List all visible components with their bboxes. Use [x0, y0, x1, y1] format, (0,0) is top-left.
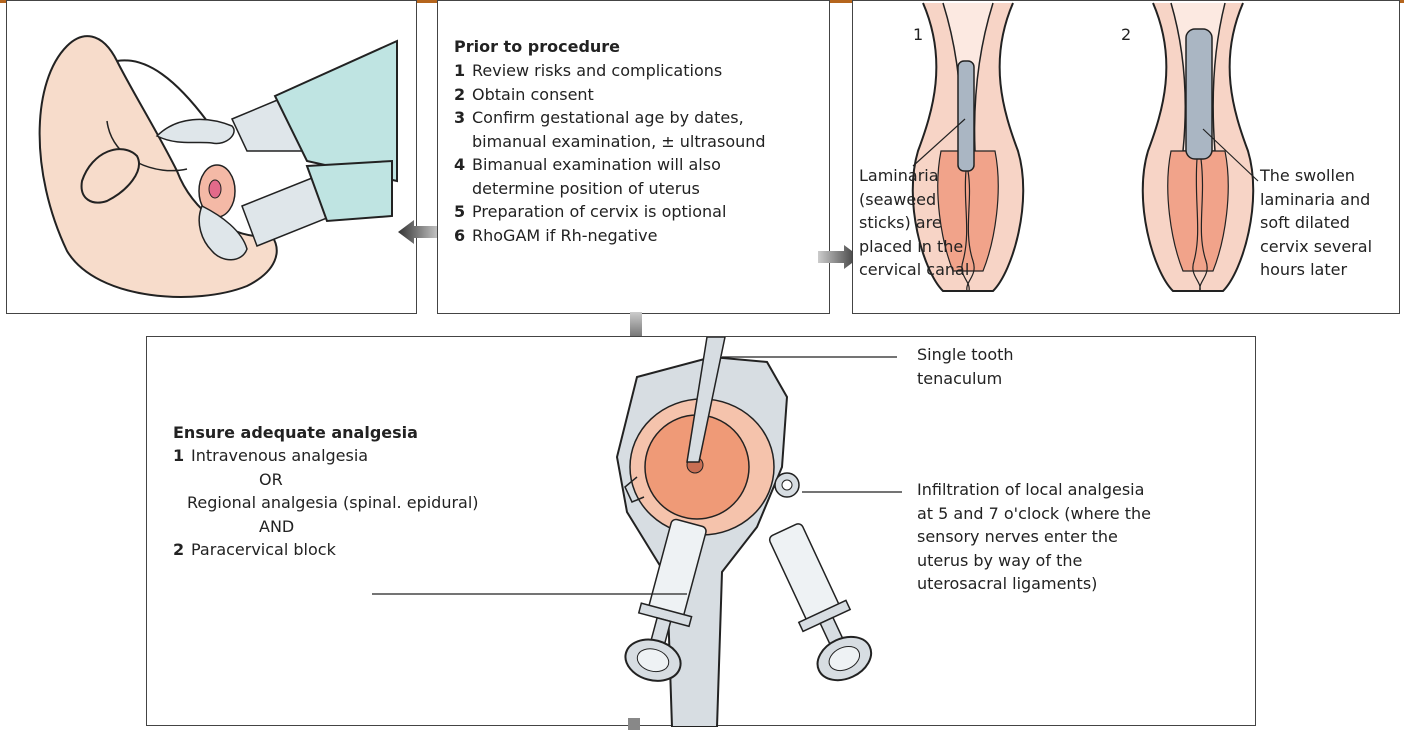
infiltration-label: Infiltration of local analgesia at 5 and… — [917, 478, 1151, 596]
tenaculum-label: Single tooth tenaculum — [917, 343, 1014, 390]
list-item-continuation: bimanual examination, ± ultrasound — [454, 130, 766, 154]
or-label: OR — [173, 468, 479, 492]
arrow-left-icon — [398, 218, 440, 246]
analgesia-title: Ensure adequate analgesia — [173, 421, 418, 445]
figure-label-1: 1 — [913, 23, 923, 47]
patient-exam-illustration — [7, 1, 418, 315]
arrow-down-stub-icon — [628, 718, 640, 730]
and-label: AND — [173, 515, 479, 539]
laminaria-panel: 1 2 Laminaria (seaweed sticks) are place… — [852, 0, 1400, 314]
prior-title: Prior to procedure — [454, 35, 620, 59]
list-item-continuation: determine position of uterus — [454, 177, 766, 201]
list-item: Regional analgesia (spinal. epidural) — [173, 491, 479, 515]
laminaria-caption-left: Laminaria (seaweed sticks) are placed in… — [859, 164, 969, 282]
patient-position-panel — [6, 0, 417, 314]
figure-label-2: 2 — [1121, 23, 1131, 47]
laminaria-caption-right: The swollen laminaria and soft dilated c… — [1260, 164, 1372, 282]
